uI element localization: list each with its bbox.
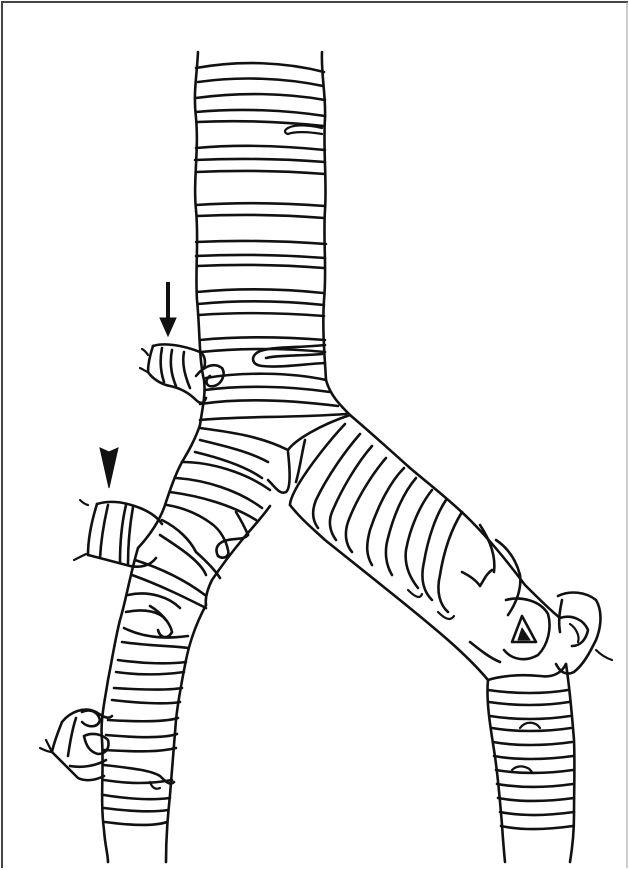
accessory-tracheal-bronchus [140,344,224,402]
trachea [195,52,350,425]
right-lower-bronchus [102,548,206,862]
arrowhead-icon [100,448,118,488]
left-lobar-bifurcation [470,525,566,680]
right-main-bronchus [138,425,270,605]
down-arrow-icon [160,282,176,336]
left-upper-lobe-stub [556,593,612,674]
left-lower-lobe-bronchus [487,664,574,862]
carina-region [195,374,350,493]
